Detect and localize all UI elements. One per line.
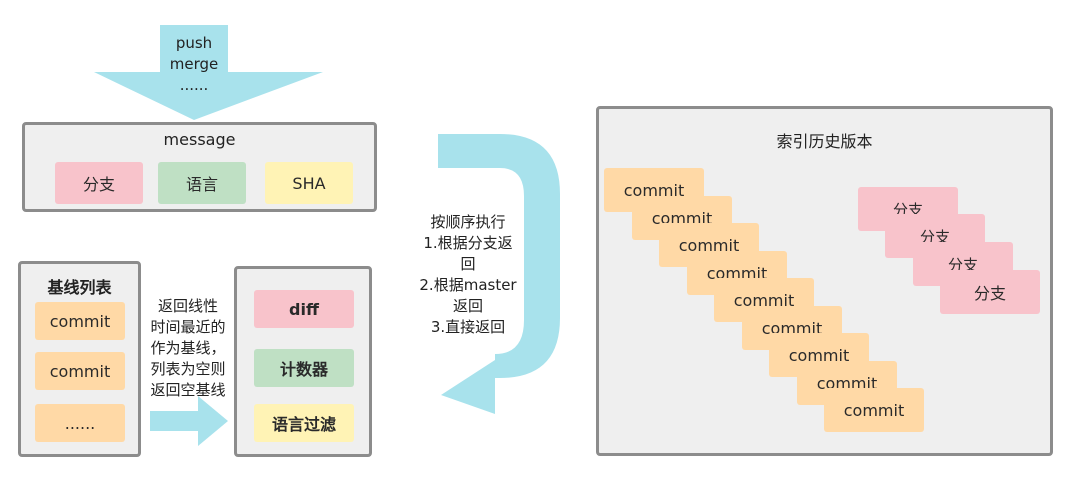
order-note-line: 回 bbox=[460, 255, 476, 273]
counter-chip: 计数器 bbox=[254, 349, 354, 387]
ellipsis-label: ...... bbox=[179, 76, 209, 94]
message-panel: message 分支 语言 SHA bbox=[22, 122, 377, 212]
order-note: 按顺序执行 1.根据分支返 回 2.根据master 返回 3.直接返回 bbox=[408, 212, 528, 338]
order-note-line: 返回 bbox=[452, 297, 483, 315]
language-filter-chip: 语言过滤 bbox=[254, 404, 354, 442]
baseline-note: 返回线性 时间最近的 作为基线， 列表为空则 返回空基线 bbox=[140, 296, 236, 401]
baseline-note-line: 作为基线， bbox=[150, 339, 226, 357]
push-arrow-labels: push merge ...... bbox=[160, 33, 228, 96]
baseline-note-line: 返回线性 bbox=[157, 297, 218, 315]
baseline-ellipsis-item: ...... bbox=[35, 404, 125, 442]
merge-label: merge bbox=[169, 55, 219, 73]
baseline-list-panel: 基线列表 commit commit ...... bbox=[18, 261, 141, 457]
history-title: 索引历史版本 bbox=[776, 132, 873, 151]
history-branch: 分支 bbox=[940, 270, 1040, 314]
baseline-commit-item: commit bbox=[35, 352, 125, 390]
order-note-line: 3.直接返回 bbox=[430, 318, 506, 336]
baseline-list-title: 基线列表 bbox=[47, 278, 112, 297]
message-title: message bbox=[163, 130, 236, 149]
push-label: push bbox=[175, 34, 213, 52]
baseline-note-line: 列表为空则 bbox=[150, 360, 226, 378]
order-note-line: 2.根据master bbox=[419, 276, 517, 294]
push-down-arrow bbox=[94, 25, 323, 120]
baseline-note-line: 返回空基线 bbox=[150, 381, 226, 399]
filter-panel: diff 计数器 语言过滤 bbox=[234, 266, 372, 457]
sha-chip: SHA bbox=[265, 162, 353, 204]
branch-chip: 分支 bbox=[55, 162, 143, 204]
language-chip: 语言 bbox=[158, 162, 246, 204]
uturn-arrow bbox=[438, 134, 560, 414]
baseline-to-filter-arrow bbox=[150, 396, 228, 446]
order-note-line: 1.根据分支返 bbox=[423, 234, 513, 252]
baseline-note-line: 时间最近的 bbox=[150, 318, 226, 336]
diff-chip: diff bbox=[254, 290, 354, 328]
history-commit: commit bbox=[824, 388, 924, 432]
order-note-line: 按顺序执行 bbox=[430, 213, 506, 231]
baseline-commit-item: commit bbox=[35, 302, 125, 340]
